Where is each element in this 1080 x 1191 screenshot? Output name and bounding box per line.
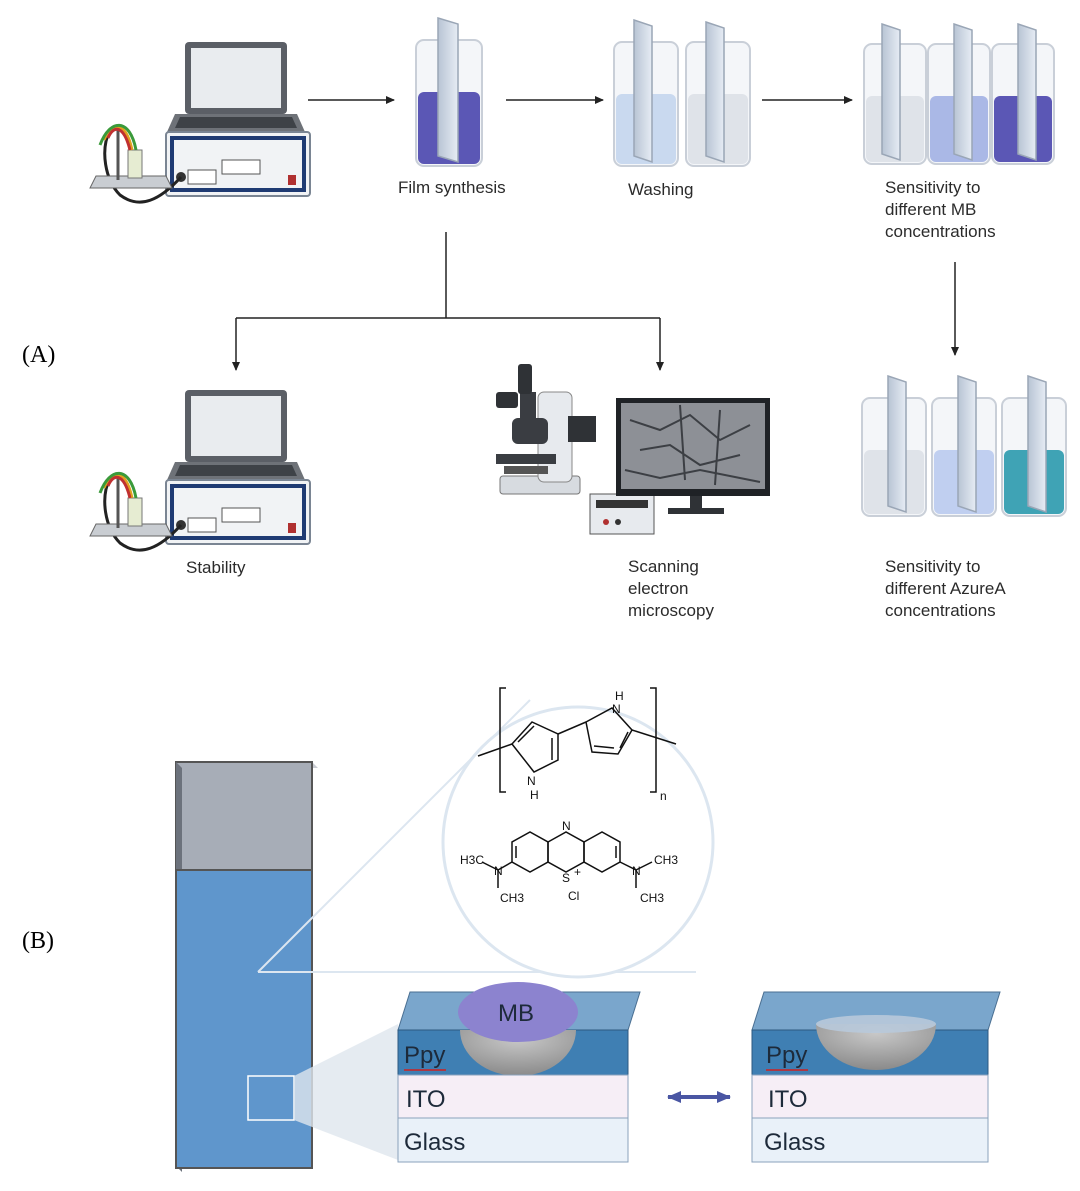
azure-sensitivity-label-line1: Sensitivity to xyxy=(885,557,980,576)
mb-sensitivity-label-line2: different MB xyxy=(885,200,976,219)
cuvette xyxy=(175,761,318,1172)
potentiostat-setup-top xyxy=(89,42,311,204)
chem-left-ch3: CH3 xyxy=(500,891,524,905)
sem-label-line2: electron xyxy=(628,579,688,598)
panel-a-tag: (A) xyxy=(22,342,55,368)
washing-beakers xyxy=(613,18,751,167)
chem-right-ch3-bottom: CH3 xyxy=(640,891,664,905)
chemical-structure-magnifier: H N N H n N S + Cl H3C N CH3 CH3 N CH3 xyxy=(441,687,715,979)
panel-b-tag: (B) xyxy=(22,928,54,954)
washing-label: Washing xyxy=(628,180,694,199)
film-synthesis-label: Film synthesis xyxy=(398,178,506,197)
chem-left-h3c: H3C xyxy=(460,853,484,867)
azure-sensitivity-beakers xyxy=(861,374,1067,517)
mb-sensitivity-label-line1: Sensitivity to xyxy=(885,178,980,197)
stability-label: Stability xyxy=(186,558,246,577)
chem-subscript-n: n xyxy=(660,789,667,803)
sem-label-line3: microscopy xyxy=(628,601,714,620)
chem-ring-s: S xyxy=(562,871,570,885)
electrode-stack-with-mb xyxy=(397,982,641,1163)
chem-nh-top-h: H xyxy=(615,689,624,703)
potentiostat-setup-stability xyxy=(89,390,311,552)
chem-ring-plus: + xyxy=(574,865,581,879)
right-ppy-label: Ppy xyxy=(766,1042,807,1069)
chem-right-n: N xyxy=(632,864,641,878)
chem-ring-n: N xyxy=(562,819,571,833)
azure-sensitivity-label-line3: concentrations xyxy=(885,601,996,620)
left-ito-label: ITO xyxy=(406,1086,446,1113)
zoom-projection-lower xyxy=(294,1024,398,1160)
right-glass-label: Glass xyxy=(764,1129,825,1156)
chem-nh-bottom-n: N xyxy=(527,774,536,788)
sem-microscope xyxy=(496,364,770,535)
mb-sensitivity-label-line3: concentrations xyxy=(885,222,996,241)
chem-nh-top-n: N xyxy=(612,702,621,716)
chem-right-ch3-top: CH3 xyxy=(654,853,678,867)
left-ppy-label: Ppy xyxy=(404,1042,445,1069)
branch-arrows xyxy=(232,232,664,371)
electrode-stack-without-mb xyxy=(751,991,1001,1163)
sem-label-line1: Scanning xyxy=(628,557,699,576)
mb-sensitivity-beakers xyxy=(863,22,1055,165)
left-mb-label: MB xyxy=(498,1000,534,1027)
right-ito-label: ITO xyxy=(768,1086,808,1113)
film-synthesis-beaker xyxy=(415,16,483,167)
chem-cl: Cl xyxy=(568,889,579,903)
azure-sensitivity-label-line2: different AzureA xyxy=(885,579,1006,598)
left-glass-label: Glass xyxy=(404,1129,465,1156)
chem-left-n: N xyxy=(494,864,503,878)
chem-nh-bottom-h: H xyxy=(530,788,539,802)
